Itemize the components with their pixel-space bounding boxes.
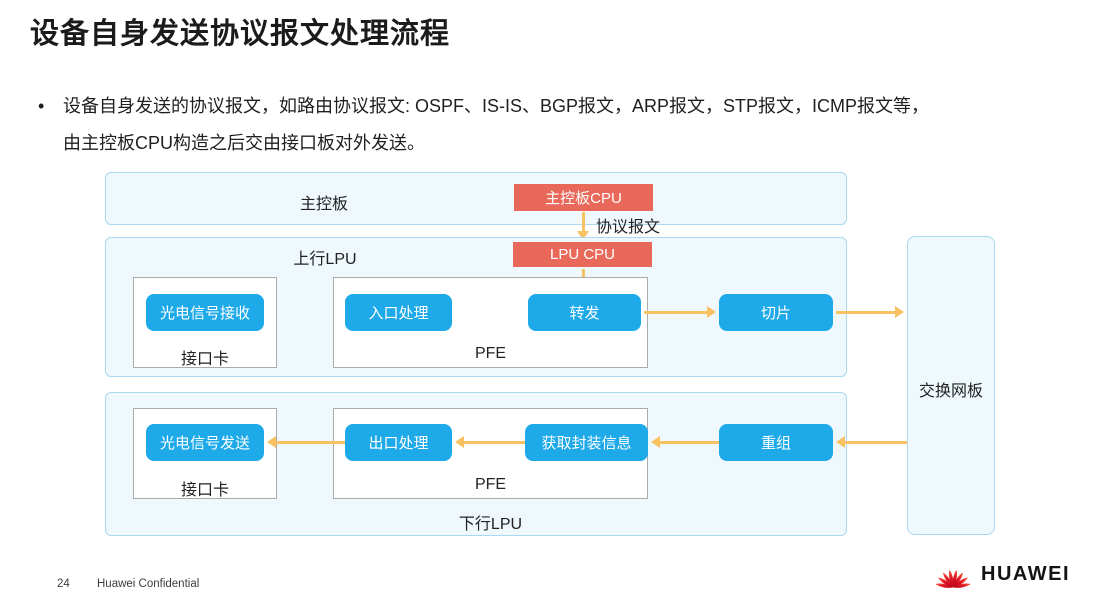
optical-receive-node: 光电信号接收 [146,294,264,331]
main-board-cpu-node: 主控板CPU [514,184,653,211]
get-encapsulation-node: 获取封装信息 [525,424,648,461]
switch-fabric-panel [907,236,995,535]
downstream-interface-card-label: 接口卡 [180,482,229,499]
bullet-line-2: 由主控板CPU构造之后交由接口板对外发送。 [63,133,426,153]
arrow-encapsulation-to-egress [455,436,525,448]
main-board-label: 主控板 [299,196,348,213]
huawei-wordmark: HUAWEI [981,563,1070,585]
upstream-interface-card-label: 接口卡 [180,351,229,368]
confidential-label: Huawei Confidential [97,578,200,590]
downstream-lpu-label: 下行LPU [458,516,523,533]
ingress-processing-node: 入口处理 [345,294,452,331]
bullet-icon: • [38,96,45,116]
page-number: 24 [57,578,70,590]
bullet-line-1: 设备自身发送的协议报文，如路由协议报文: OSPF、IS-IS、BGP报文，AR… [63,96,930,116]
upstream-lpu-label: 上行LPU [293,251,357,268]
main-board-panel [105,172,847,225]
optical-send-node: 光电信号发送 [146,424,264,461]
egress-processing-node: 出口处理 [345,424,452,461]
page-title: 设备自身发送协议报文处理流程 [30,18,451,50]
downstream-pfe-label: PFE [474,476,507,493]
arrow-egress-to-optical-send [267,436,345,448]
arrow-maincpu-to-lpucpu [577,212,589,240]
arrow-slice-to-fabric [836,306,904,318]
upstream-pfe-label: PFE [474,345,507,362]
packet-label: 协议报文 [596,219,661,236]
forwarding-node: 转发 [528,294,641,331]
bullet-item: • 设备自身发送的协议报文，如路由协议报文: OSPF、IS-IS、BGP报文，… [38,88,929,162]
arrow-forward-to-slice [644,306,716,318]
arrow-fabric-to-reassembly [836,436,907,448]
huawei-flower-icon [935,569,971,588]
reassembly-node: 重组 [719,424,833,461]
arrow-reassembly-to-encapsulation [651,436,719,448]
slice-node: 切片 [719,294,833,331]
huawei-logo: HUAWEI [934,560,1070,589]
switch-fabric-label: 交换网板 [918,383,983,400]
lpu-cpu-node: LPU CPU [513,242,652,267]
